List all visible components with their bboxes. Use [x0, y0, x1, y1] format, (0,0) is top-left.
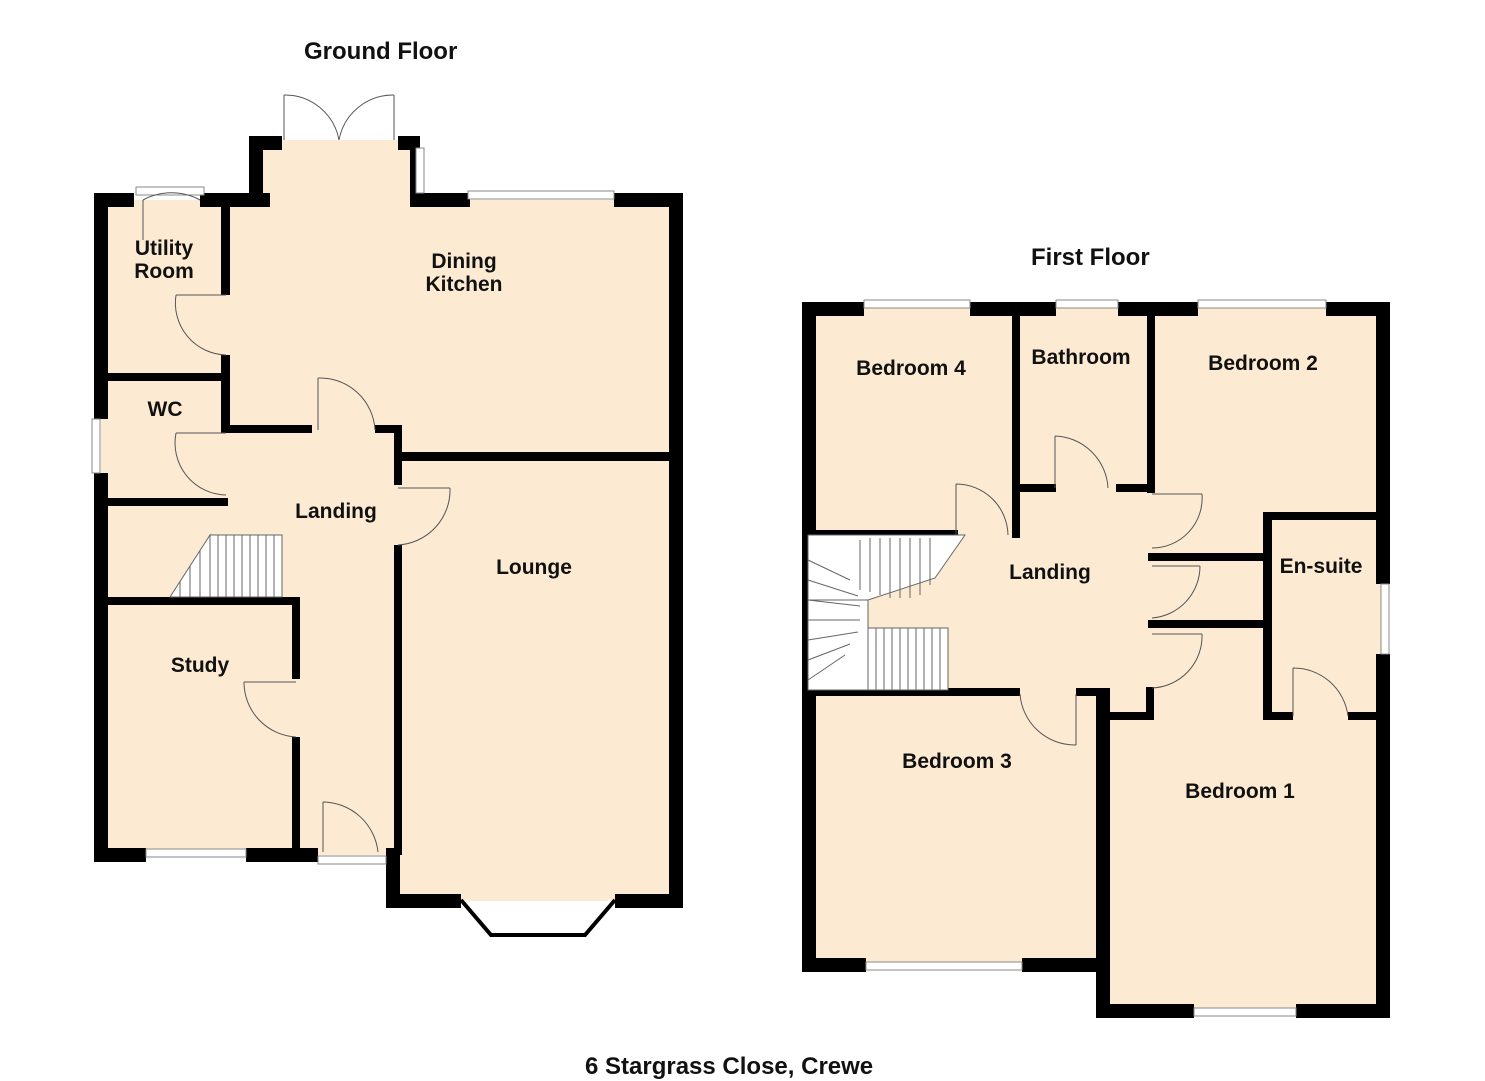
- room-label-bedroom-2: Bedroom 2: [1208, 352, 1318, 375]
- ground-floor-plan: [91, 94, 683, 937]
- first-floor-windows: [863, 299, 1390, 1017]
- room-label-dining-kitchen: Dining Kitchen: [425, 250, 503, 296]
- ground-floor-stairs: [169, 533, 283, 598]
- ground-floor-windows: [91, 147, 617, 937]
- property-address: 6 Stargrass Close, Crewe: [585, 1053, 874, 1080]
- first-floor-title: First Floor: [1031, 244, 1150, 271]
- room-label-lounge: Lounge: [496, 556, 572, 579]
- ground-floor-doors: [142, 94, 451, 853]
- room-label-wc: WC: [147, 398, 183, 421]
- room-label-bathroom: Bathroom: [1031, 346, 1131, 369]
- ground-floor-walls: [94, 136, 683, 908]
- first-floor-stairs: [807, 534, 966, 691]
- first-floor-plan: [802, 299, 1390, 1018]
- ground-floor-fill: [101, 140, 676, 901]
- ground-floor-title: Ground Floor: [304, 38, 458, 65]
- room-label-bedroom-3: Bedroom 3: [902, 750, 1012, 773]
- room-label-en-suite: En-suite: [1279, 555, 1363, 578]
- room-label-ground-landing: Landing: [295, 500, 377, 523]
- room-label-study: Study: [170, 654, 230, 677]
- room-label-first-landing: Landing: [1009, 561, 1091, 584]
- room-label-utility-room: Utility Room: [134, 237, 194, 283]
- room-label-bedroom-1: Bedroom 1: [1185, 780, 1295, 803]
- first-floor-doors: [955, 435, 1349, 746]
- room-label-bedroom-4: Bedroom 4: [856, 357, 966, 380]
